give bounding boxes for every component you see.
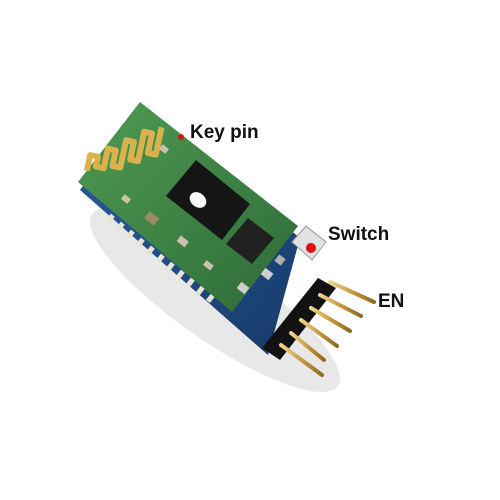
key-pin-marker: [178, 134, 184, 140]
en-label: EN: [378, 292, 404, 311]
switch-marker: [306, 243, 316, 253]
switch-label: Switch: [328, 225, 389, 244]
key-pin-label: Key pin: [190, 123, 259, 142]
